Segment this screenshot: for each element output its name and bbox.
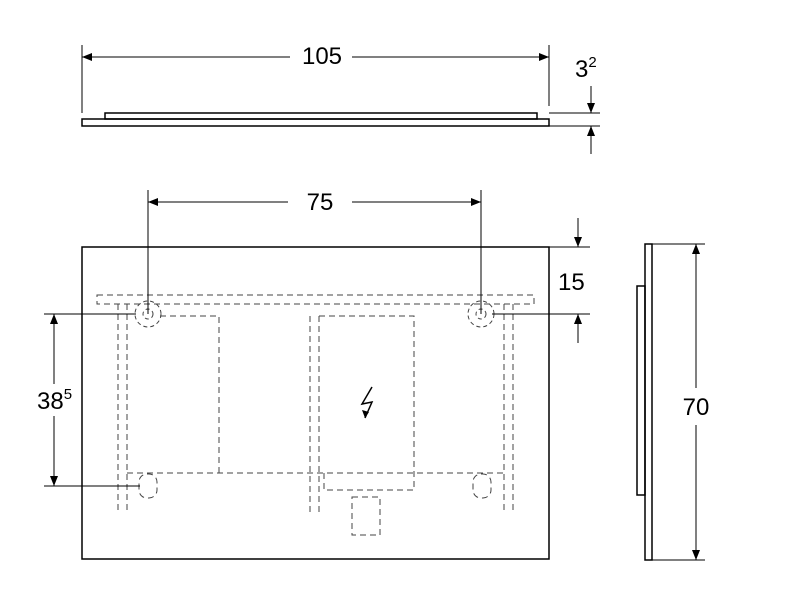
side-view-bracket <box>636 285 646 496</box>
top-view-mirror-panel <box>104 112 538 120</box>
bracket-height-dimension-label: 385 <box>37 386 72 415</box>
width-dimension-label: 105 <box>302 43 342 70</box>
depth-dimension <box>549 86 600 154</box>
top-view-base-plate <box>81 118 550 127</box>
top-offset-dimension <box>492 218 590 343</box>
bracket-height-dimension <box>44 313 140 487</box>
mount-spacing-dimension-label: 75 <box>307 189 334 216</box>
depth-dimension-label: 32 <box>575 54 597 83</box>
side-view <box>636 243 653 561</box>
hidden-mounting-frame <box>96 294 535 536</box>
height-dimension-label: 70 <box>683 394 710 421</box>
height-dimension <box>652 243 705 561</box>
top-offset-dimension-label: 15 <box>558 269 585 296</box>
mirror-outline <box>81 246 550 560</box>
front-view <box>81 246 550 560</box>
mount-spacing-dimension <box>147 190 482 314</box>
top-view <box>81 112 550 127</box>
side-view-panel <box>644 243 653 561</box>
width-dimension <box>81 45 550 113</box>
lightning-bolt-icon <box>360 386 374 419</box>
